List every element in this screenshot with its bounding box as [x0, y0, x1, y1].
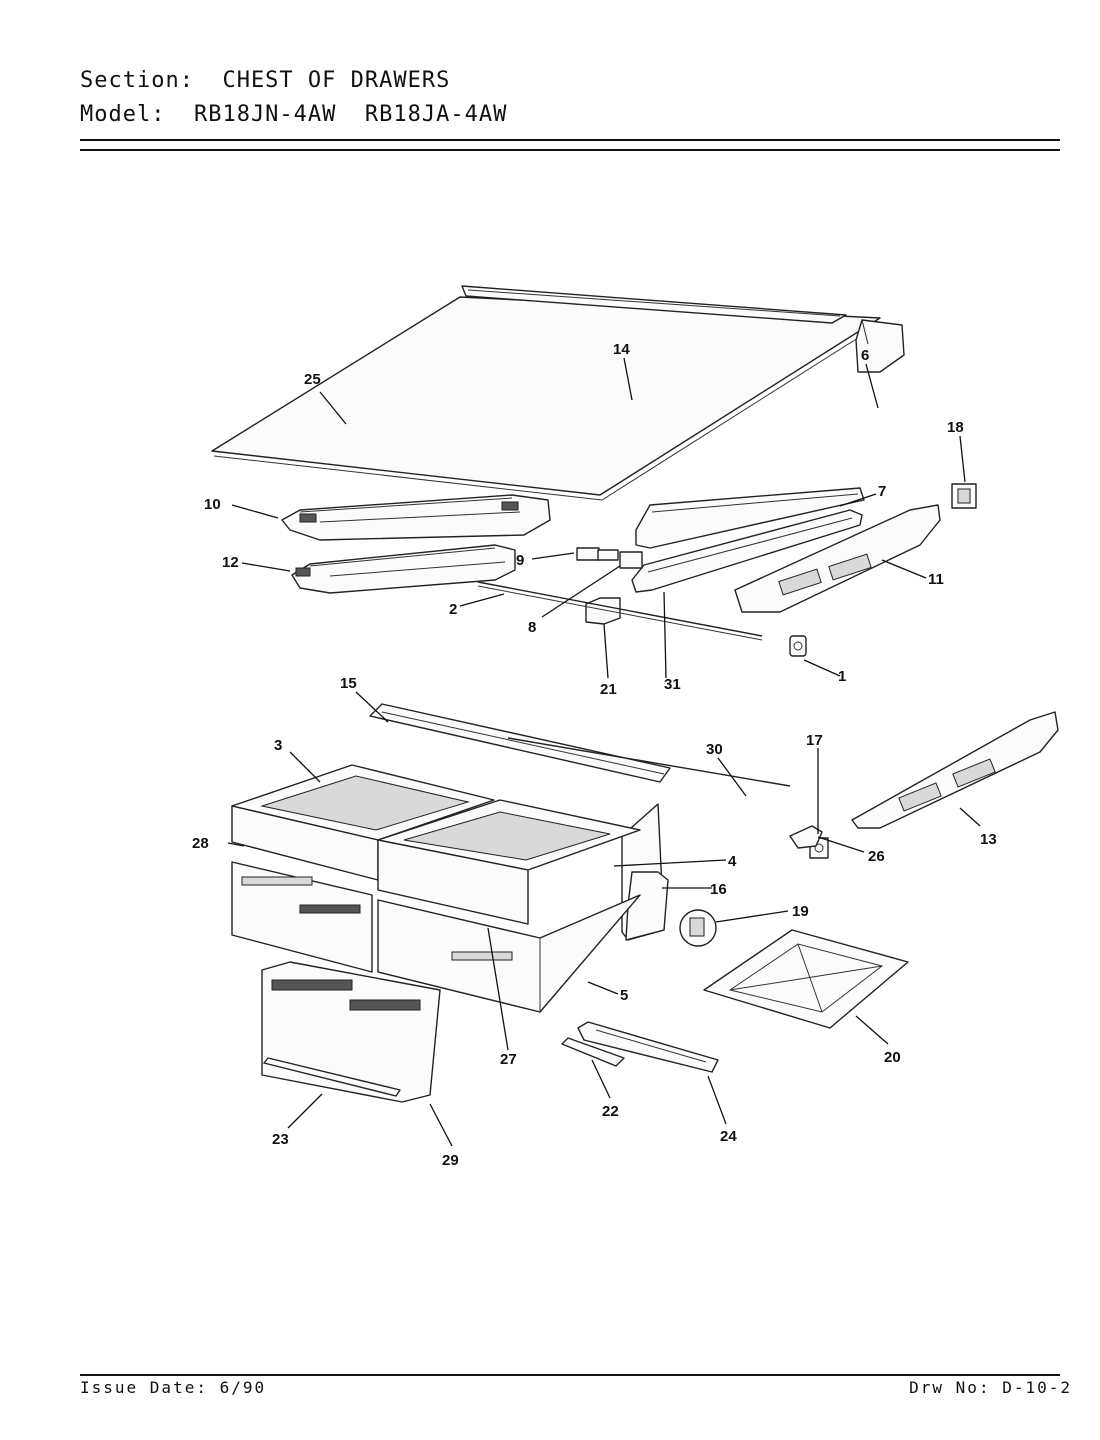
part-26-cam	[789, 825, 823, 849]
callout-29: 29	[442, 1152, 459, 1169]
callout-15: 15	[340, 675, 357, 692]
callout-16: 16	[710, 881, 727, 898]
callout-13: 13	[980, 831, 997, 848]
part-12-slide	[291, 544, 516, 594]
callout-21: 21	[600, 681, 617, 698]
callout-6: 6	[861, 347, 869, 364]
callout-20: 20	[884, 1049, 901, 1066]
part-6-endcap	[855, 319, 905, 373]
callout-23: 23	[272, 1131, 289, 1148]
drawing-number: Drw No: D-10-2	[909, 1378, 1072, 1397]
callout-22: 22	[602, 1103, 619, 1120]
model-line: Model: RB18JN-4AW RB18JA-4AW	[80, 102, 508, 127]
part-14-trim	[461, 285, 847, 324]
callout-27: 27	[500, 1051, 517, 1068]
part-1-clip	[789, 635, 807, 657]
part-23-strip	[263, 1057, 401, 1097]
callout-30: 30	[706, 741, 723, 758]
part-24-guide	[577, 1021, 719, 1073]
callout-26: 26	[868, 848, 885, 865]
callout-labels: 25 14 6 18 10 7 12 9 8 2 11 21 31 1 15 3…	[192, 341, 997, 1169]
callout-8: 8	[528, 619, 536, 636]
callout-11: 11	[928, 571, 944, 588]
part-left-lower-drawer	[231, 861, 373, 973]
section-title: Section: CHEST OF DRAWERS	[80, 68, 451, 93]
part-13-rail	[851, 711, 1059, 829]
part-20-tray	[703, 929, 909, 1029]
part-30-rod	[507, 737, 791, 787]
leader-lines	[227, 357, 981, 1147]
header-rule-top	[80, 139, 1060, 141]
callout-24: 24	[720, 1128, 737, 1145]
part-22-strip	[561, 1037, 625, 1067]
callout-19: 19	[792, 903, 809, 920]
callout-18: 18	[947, 419, 964, 436]
issue-date: Issue Date: 6/90	[80, 1378, 267, 1397]
callout-14: 14	[613, 341, 630, 358]
callout-5: 5	[620, 987, 628, 1004]
callout-4: 4	[728, 853, 737, 870]
callout-2: 2	[449, 601, 457, 618]
callout-31: 31	[664, 676, 681, 693]
part-8-block	[619, 551, 643, 569]
callout-9: 9	[516, 552, 524, 569]
callout-25: 25	[304, 371, 321, 388]
footer-rule	[80, 1374, 1060, 1376]
callout-7: 7	[878, 483, 886, 500]
part-9-clip	[576, 547, 600, 561]
callout-3: 3	[274, 737, 282, 754]
callout-10: 10	[204, 496, 221, 513]
callout-28: 28	[192, 835, 209, 852]
part-7-slide	[635, 487, 865, 549]
callout-17: 17	[806, 732, 823, 749]
callout-1: 1	[838, 668, 846, 685]
part-15-cover	[369, 703, 671, 783]
part-25-shelf	[211, 296, 881, 496]
header-rule-bottom	[80, 149, 1060, 151]
part-21-bracket	[585, 597, 621, 625]
callout-12: 12	[222, 554, 239, 571]
part-2-rod	[477, 581, 763, 637]
